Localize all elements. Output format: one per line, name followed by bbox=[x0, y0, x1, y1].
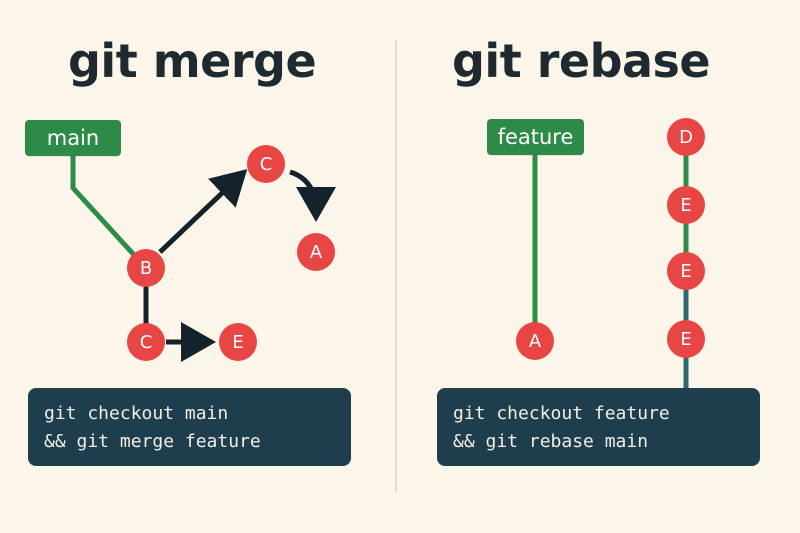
rebase-command-box: git checkout feature && git rebase main bbox=[437, 388, 760, 466]
commit-node-e: E bbox=[219, 323, 257, 361]
rebase-node-e3: E bbox=[667, 320, 705, 358]
rebase-command-line-1: git checkout feature bbox=[453, 403, 670, 424]
commit-node-c-bottom: C bbox=[127, 323, 165, 361]
commit-node-a: A bbox=[297, 233, 335, 271]
main-branch-label: main bbox=[25, 120, 121, 156]
feature-branch-label: feature bbox=[487, 119, 584, 155]
merge-title: git merge bbox=[68, 34, 317, 88]
main-branch-line bbox=[70, 156, 148, 270]
rebase-node-d: D bbox=[667, 118, 705, 156]
rebase-node-e2: E bbox=[667, 252, 705, 290]
panel-divider bbox=[395, 40, 397, 492]
c-top-to-a-arrow bbox=[289, 169, 336, 222]
rebase-node-e1: E bbox=[667, 186, 705, 224]
rebase-command-line-2: && git rebase main bbox=[453, 431, 649, 452]
rebase-title: git rebase bbox=[452, 34, 711, 88]
merge-command-line-2: && git merge feature bbox=[44, 431, 261, 452]
merge-command-box: git checkout main && git merge feature bbox=[28, 388, 351, 466]
commit-node-b: B bbox=[127, 249, 165, 287]
commit-node-c-top: C bbox=[247, 145, 285, 183]
merge-command-line-1: git checkout main bbox=[44, 403, 229, 424]
b-to-c-top-arrow bbox=[158, 169, 248, 254]
rebase-node-a: A bbox=[516, 322, 554, 360]
